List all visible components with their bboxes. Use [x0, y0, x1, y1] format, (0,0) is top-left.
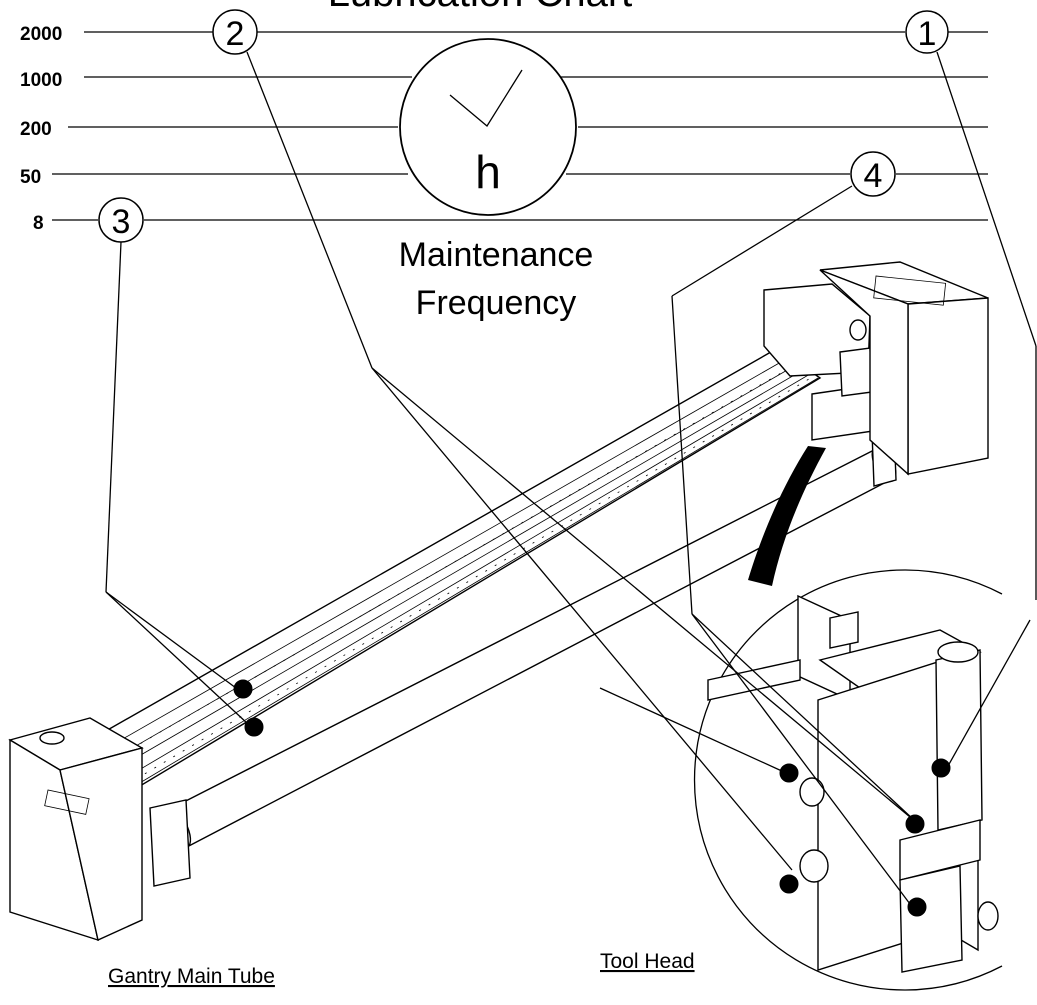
freq-label-2000: 2000 — [20, 24, 62, 45]
callout-1: 1 — [905, 10, 949, 54]
svg-text:3: 3 — [112, 203, 131, 241]
callout-3: 3 — [98, 197, 144, 243]
legend-line-1: Maintenance — [399, 236, 594, 274]
callout-2: 2 — [212, 9, 258, 55]
maintenance-frequency-icon: h — [399, 38, 577, 216]
gantry-drawing — [8, 261, 989, 942]
freq-label-1000: 1000 — [20, 70, 62, 91]
svg-text:2: 2 — [226, 15, 245, 53]
legend-line-2: Frequency — [416, 284, 577, 322]
freq-label-200: 200 — [20, 119, 52, 140]
hours-symbol: h — [475, 146, 501, 198]
svg-text:1: 1 — [918, 15, 937, 53]
svg-text:4: 4 — [864, 157, 883, 195]
freq-label-8: 8 — [33, 213, 44, 234]
gantry-main-tube-label: Gantry Main Tube — [108, 965, 275, 988]
frequency-lines — [52, 31, 988, 221]
freq-label-50: 50 — [20, 167, 41, 188]
leader-lines — [105, 51, 1037, 905]
callout-4: 4 — [850, 151, 896, 197]
tool-head-detail — [693, 569, 1003, 991]
tool-head-label: Tool Head — [600, 950, 695, 973]
chart-title: Lubrication Chart — [328, 0, 633, 15]
